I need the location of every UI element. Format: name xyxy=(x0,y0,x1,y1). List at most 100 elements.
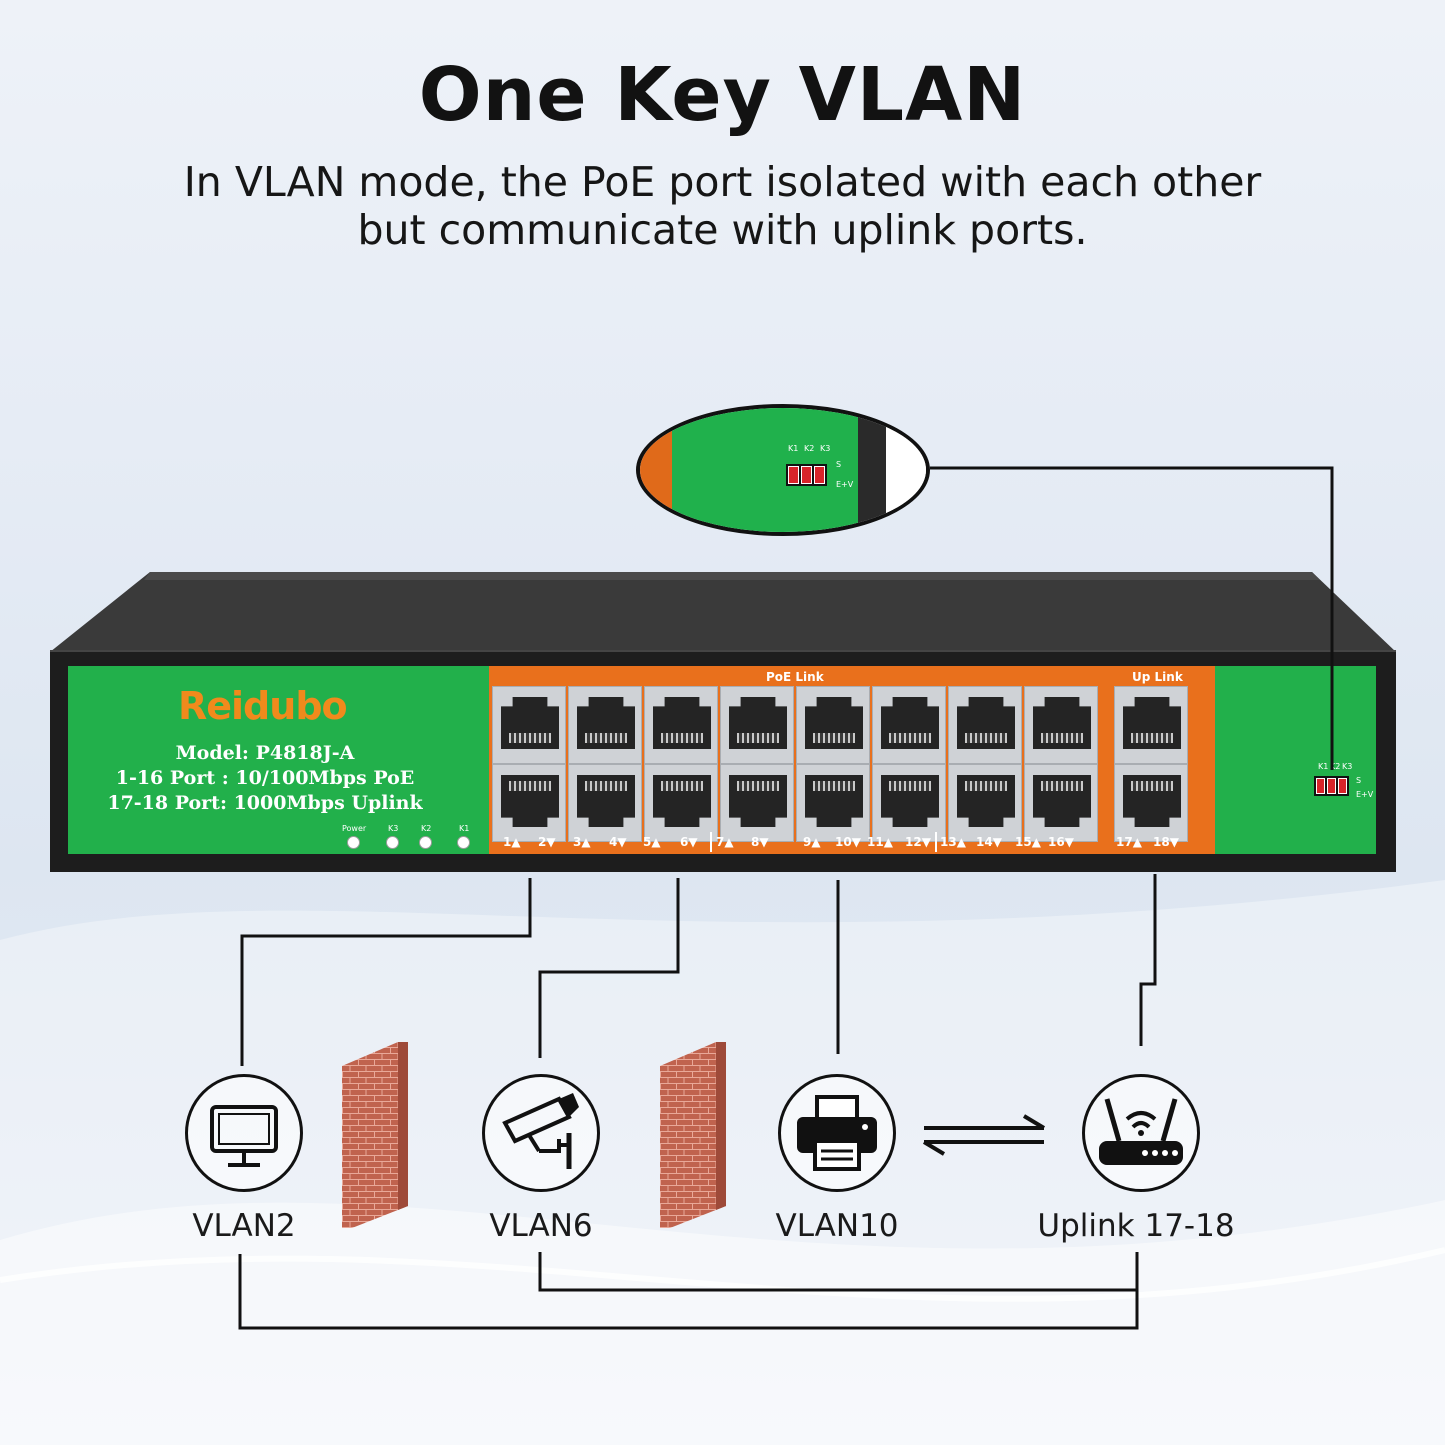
port-number-label: 5▲ xyxy=(643,835,661,849)
dip-label-ev: E+V xyxy=(1356,790,1374,799)
rj45-pins xyxy=(965,733,1007,743)
zoom-dip-label-ev: E+V xyxy=(836,480,854,489)
port-number-label: 2▼ xyxy=(538,835,556,849)
port-number-label: 18▼ xyxy=(1153,835,1179,849)
zoom-dip-label-k2: K2 xyxy=(804,444,815,453)
subheadline-line-2: but communicate with uplink ports. xyxy=(357,206,1088,254)
port-number-label: 7▲ xyxy=(716,835,734,849)
subheadline-line-1: In VLAN mode, the PoE port isolated with… xyxy=(183,158,1262,206)
dip-label-k1: K1 xyxy=(1318,762,1329,771)
rj45-pins xyxy=(889,781,931,791)
zoom-leader-line xyxy=(930,466,1334,770)
rj45-pins xyxy=(813,781,855,791)
router-icon xyxy=(1099,1098,1183,1165)
poe-port-4[interactable] xyxy=(568,764,642,842)
dip-label-k2: K2 xyxy=(1330,762,1341,771)
rj45-pins xyxy=(509,733,551,743)
brand-logo: Reidubo xyxy=(178,684,348,728)
led-label-k1: K1 xyxy=(459,824,470,833)
cctv-camera-icon xyxy=(502,1093,579,1169)
monitor-icon xyxy=(210,1105,278,1167)
dip-label-s: S xyxy=(1356,776,1362,785)
dip-switch-zoom: K1 K2 K3 S E+V xyxy=(636,404,930,536)
rj45-pins xyxy=(585,781,627,791)
rj45-pins xyxy=(1131,781,1173,791)
poe-port-14[interactable] xyxy=(948,764,1022,842)
port-number-label: 6▼ xyxy=(680,835,698,849)
rj45-pins xyxy=(1041,733,1083,743)
spec-poe-ports: 1-16 Port : 10/100Mbps PoE xyxy=(115,767,415,789)
spec-uplink-ports: 17-18 Port: 1000Mbps Uplink xyxy=(107,792,423,814)
uplink-title: Up Link xyxy=(1132,670,1183,684)
rj45-pins xyxy=(965,781,1007,791)
led-k3 xyxy=(386,836,399,849)
node-label-vlan6: VLAN6 xyxy=(489,1208,593,1244)
node-label-vlan10: VLAN10 xyxy=(775,1208,899,1244)
rj45-pins xyxy=(585,733,627,743)
poe-port-15[interactable] xyxy=(1024,686,1098,764)
port-number-label: 11▲ xyxy=(867,835,893,849)
port-number-label: 12▼ xyxy=(905,835,931,849)
port-number-label: 8▼ xyxy=(751,835,769,849)
port-group-divider xyxy=(935,832,937,852)
port-number-label: 3▲ xyxy=(573,835,591,849)
poe-port-9[interactable] xyxy=(796,686,870,764)
poe-port-11[interactable] xyxy=(872,686,946,764)
poe-port-1[interactable] xyxy=(492,686,566,764)
port-number-label: 4▼ xyxy=(609,835,627,849)
zoom-dip-label-k3: K3 xyxy=(820,444,831,453)
led-label-power: Power xyxy=(342,824,367,833)
subheadline: In VLAN mode, the PoE port isolated with… xyxy=(0,158,1445,254)
poe-port-16[interactable] xyxy=(1024,764,1098,842)
led-power xyxy=(347,836,360,849)
brick-wall-icon xyxy=(660,1042,726,1228)
led-k2 xyxy=(419,836,432,849)
zoom-green-panel xyxy=(672,408,858,532)
poe-link-title: PoE Link xyxy=(766,670,824,684)
poe-port-7[interactable] xyxy=(720,686,794,764)
uplink-port-17[interactable] xyxy=(1114,686,1188,764)
bidirectional-arrows-icon xyxy=(922,1114,1046,1156)
poe-port-2[interactable] xyxy=(492,764,566,842)
rj45-pins xyxy=(737,733,779,743)
poe-port-5[interactable] xyxy=(644,686,718,764)
port-number-label: 16▼ xyxy=(1048,835,1074,849)
led-label-k2: K2 xyxy=(421,824,432,833)
port-number-label: 9▲ xyxy=(803,835,821,849)
printer-icon xyxy=(797,1095,877,1171)
port-number-label: 14▼ xyxy=(976,835,1002,849)
zoom-dark-strip xyxy=(858,408,886,532)
zoom-white-edge xyxy=(886,408,926,532)
rj45-pins xyxy=(509,781,551,791)
poe-port-10[interactable] xyxy=(796,764,870,842)
router-node xyxy=(1082,1074,1200,1192)
printer-node xyxy=(778,1074,896,1192)
dip-switch-icon[interactable] xyxy=(1314,776,1349,796)
poe-port-12[interactable] xyxy=(872,764,946,842)
poe-port-8[interactable] xyxy=(720,764,794,842)
port-number-label: 1▲ xyxy=(503,835,521,849)
rj45-pins xyxy=(889,733,931,743)
uplink-port-18[interactable] xyxy=(1114,764,1188,842)
zoom-dip-label-k1: K1 xyxy=(788,444,799,453)
rj45-pins xyxy=(813,733,855,743)
monitor-node xyxy=(185,1074,303,1192)
port-number-label: 15▲ xyxy=(1015,835,1041,849)
camera-node xyxy=(482,1074,600,1192)
node-label-uplink: Uplink 17-18 xyxy=(1037,1208,1235,1244)
zoom-dip-switch-icon xyxy=(786,464,827,486)
poe-port-6[interactable] xyxy=(644,764,718,842)
port-number-label: 17▲ xyxy=(1116,835,1142,849)
dip-label-k3: K3 xyxy=(1342,762,1353,771)
rj45-pins xyxy=(1041,781,1083,791)
poe-port-3[interactable] xyxy=(568,686,642,764)
poe-port-13[interactable] xyxy=(948,686,1022,764)
model-label: Model: P4818J-A xyxy=(175,742,355,764)
led-label-k3: K3 xyxy=(388,824,399,833)
rj45-pins xyxy=(1131,733,1173,743)
zoom-dip-label-s: S xyxy=(836,460,842,469)
port-number-label: 13▲ xyxy=(940,835,966,849)
led-k1 xyxy=(457,836,470,849)
rj45-pins xyxy=(661,781,703,791)
